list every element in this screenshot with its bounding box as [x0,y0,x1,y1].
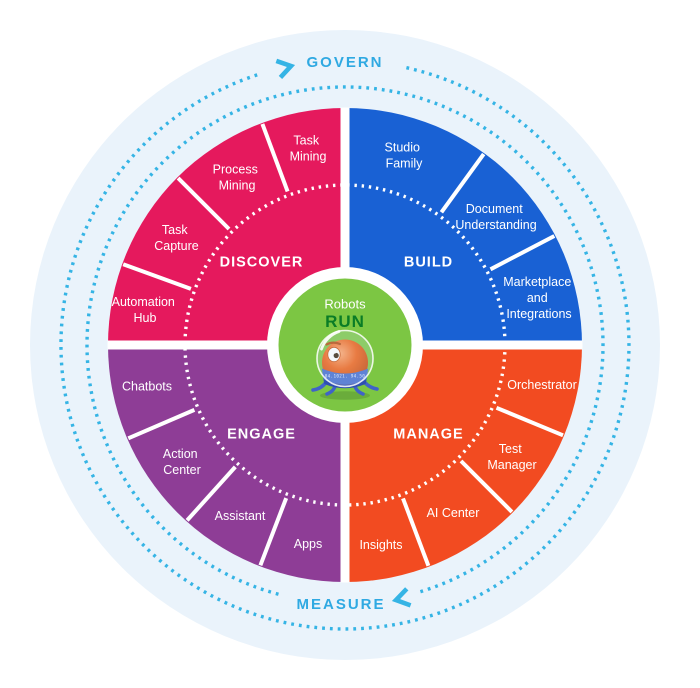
divider-discover-3 [122,262,192,291]
segment-label-action-center: Action Center [163,447,201,477]
label-line: Test [499,442,522,456]
segment-label-document-understanding: Document Understanding [455,202,536,232]
label-line: AI Center [427,506,480,520]
label-line: Insights [359,538,402,552]
divider-manage-2 [459,459,514,514]
robot-band-digits: 04.1021. 94.50 [325,374,366,380]
govern-label: GOVERN [306,54,383,71]
segment-label-insights: Insights [359,538,402,552]
segment-label-test-manager: Test Manager [487,442,536,472]
segment-label-studio-family: Studio Family [385,141,424,171]
label-line: Integrations [506,307,571,321]
divider-manage-1 [495,405,564,438]
divider-manage-3 [401,497,431,567]
quadrant-label-discover: DISCOVER [220,255,304,271]
label-line: Apps [294,537,323,551]
label-line: Document [466,202,523,216]
measure-arrow-icon [391,587,412,608]
divider-build-2 [489,234,556,272]
segment-label-chatbots: Chatbots [122,380,172,394]
label-line: Task [162,223,188,237]
segment-label-task-capture: Task Capture [154,223,199,253]
divider-discover-1 [260,123,290,193]
segment-label-task-mining: Task Mining [290,134,327,164]
divider-engage-3 [258,497,289,567]
label-line: Action [163,447,198,461]
robot-pupil [333,352,339,359]
label-line: Understanding [455,218,536,232]
label-line: Hub [134,311,157,325]
label-line: Mining [290,150,327,164]
divider-discover-2 [176,176,231,231]
quadrant-label-manage: MANAGE [393,427,463,443]
robot-glass-dome [316,329,374,388]
label-line: Capture [154,239,199,253]
segment-label-assistant: Assistant [215,509,266,523]
segment-label-orchestrator: Orchestrator [507,378,576,392]
hub-run-label: RUN [325,312,365,331]
robot-eyebrow [325,341,342,346]
divider-engage-2 [185,465,237,522]
hub-robots-label: Robots [324,297,366,312]
robot-shadow [320,391,370,400]
label-line: Family [386,157,424,171]
segment-label-marketplace-integrations: Marketplace and Integrations [503,275,575,321]
label-line: Assistant [215,509,266,523]
divider-build-1 [439,152,486,214]
segment-label-process-mining: Process Mining [213,162,262,192]
robot-eye-highlight [333,351,336,354]
label-line: Studio [385,141,420,155]
label-line: Process [213,162,258,176]
govern-arrow-icon [275,58,296,79]
label-line: Task [293,134,319,148]
label-line: Marketplace [503,275,571,289]
segment-dividers [122,123,564,567]
label-line: Automation [112,295,175,309]
build-quadrant [345,108,582,345]
segment-label-apps: Apps [294,537,323,551]
label-line: Chatbots [122,380,172,394]
robot-band [321,368,369,385]
engage-quadrant [108,345,345,582]
quadrant-label-build: BUILD [404,255,453,271]
segment-label-automation-hub: Automation Hub [112,295,179,325]
segment-label-ai-center: AI Center [427,506,480,520]
label-line: Orchestrator [507,378,576,392]
quadrant-label-engage: ENGAGE [227,427,296,443]
label-line: Manager [487,458,536,472]
robot-band-rim [323,379,367,389]
outer-dotted-ring-measure [85,85,605,597]
robot-dome-shine [320,330,341,351]
divider-engage-1 [127,408,196,441]
measure-label: MEASURE [296,596,385,613]
robot-mascot: 04.1021. 94.50 [311,329,379,400]
label-line: Center [163,463,201,477]
label-line: and [527,291,548,305]
label-line: Mining [219,178,256,192]
